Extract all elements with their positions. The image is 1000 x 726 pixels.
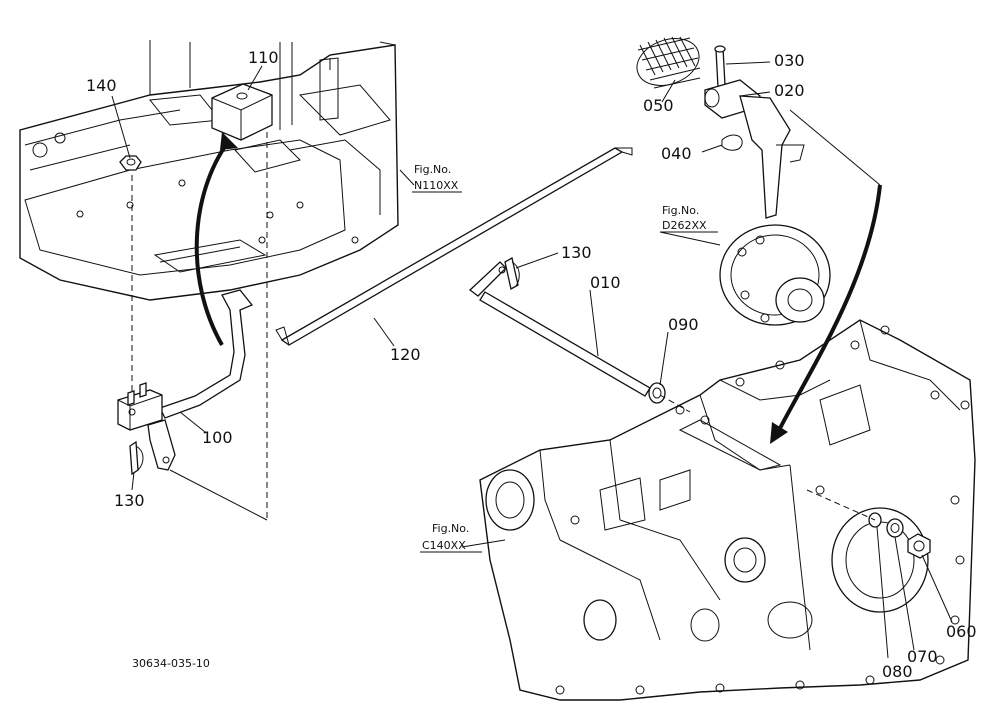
part-140-nut [119,155,142,171]
fig-ref-d262-code: D262XX [662,219,707,232]
part-050-spring [636,36,701,89]
callout-130-upper: 130 [561,243,592,262]
part-130-snap-pin-upper [504,256,520,291]
part-100-lever [117,289,254,471]
transmission-case [479,319,976,701]
callout-060: 060 [946,622,977,641]
callout-020: 020 [774,81,805,100]
callout-120: 120 [390,345,421,364]
callout-110: 110 [248,48,279,67]
part-060-plug [907,533,931,559]
part-110-block [211,83,273,141]
callout-070: 070 [907,647,938,666]
part-070-washer [886,518,904,538]
part-010-shift-rod [468,261,651,397]
part-030-pin [714,45,726,88]
fig-ref-c140-label: Fig.No. [432,522,469,535]
leader-lines [111,61,953,659]
part-040-clip [721,134,743,151]
floor-panel [19,40,399,301]
part-120-rod [275,147,633,346]
callout-040: 040 [661,144,692,163]
gear-assembly [719,224,831,326]
fig-ref-n110: Fig.No. N110XX [412,163,462,193]
part-020-shift-fork [704,79,805,219]
callout-050: 050 [643,96,674,115]
part-090-seal [648,382,666,404]
callout-130-lower: 130 [114,491,145,510]
fig-ref-n110-label: Fig.No. [414,163,451,176]
callout-010: 010 [590,273,621,292]
alignment-lines [131,109,881,521]
drawing-number: 30634-035-10 [132,657,210,670]
assembly-arrows [194,132,882,444]
fig-ref-n110-code: N110XX [414,179,459,192]
callout-090: 090 [668,315,699,334]
fig-ref-d262-label: Fig.No. [662,204,699,217]
fig-ref-c140-code: C140XX [422,539,466,552]
callout-100: 100 [202,428,233,447]
callout-030: 030 [774,51,805,70]
part-130-snap-pin-left [129,440,144,476]
fig-ref-d262: Fig.No. D262XX [660,204,718,233]
callout-080: 080 [882,662,913,681]
fig-ref-c140: Fig.No. C140XX [420,522,482,553]
callout-140: 140 [86,76,117,95]
